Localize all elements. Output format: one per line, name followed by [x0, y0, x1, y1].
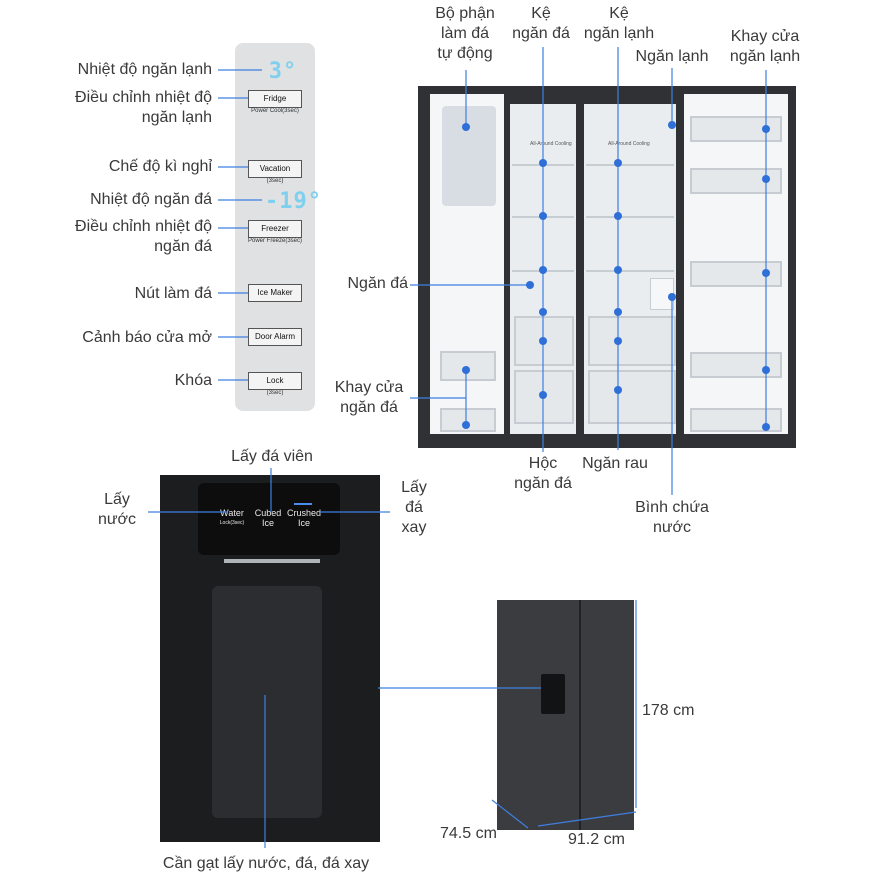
freezer-door-tray-2 [440, 408, 496, 432]
fridge-temp-display: 3° [268, 59, 298, 84]
freezer-box-2 [514, 370, 574, 424]
fridge-door-tray-4 [690, 352, 782, 378]
label-fridge-temp: Nhiệt độ ngăn lạnh [77, 61, 212, 78]
auto-ice-maker [442, 106, 496, 206]
label-water-tank: Bình chứa nước [635, 499, 709, 536]
label-lever: Cần gạt lấy nước, đá, đá xay [162, 855, 370, 872]
label-freezer-shelf: Kệ ngăn đá [512, 5, 570, 42]
fridge-exterior-photo [497, 600, 634, 830]
door-alarm-button[interactable]: Door Alarm [248, 328, 302, 346]
ice-maker-button[interactable]: Ice Maker [248, 284, 302, 302]
label-water: Lấy nước [97, 491, 137, 528]
fridge-button-sub: Power Cool(3sec) [251, 108, 299, 114]
dispenser-photo: Water Lock(3sec) Cubed Ice Crushed Ice [160, 475, 380, 842]
label-fridge-compartment: Ngăn lạnh [635, 48, 709, 65]
dispenser-cubed-button[interactable]: Cubed Ice [254, 508, 282, 528]
dispenser-outlet [224, 559, 320, 563]
label-fridge-door-tray: Khay cửa ngăn lạnh [729, 28, 801, 65]
fridge-door-tray-1 [690, 116, 782, 142]
label-vegetable-drawer: Ngăn rau [582, 455, 648, 472]
label-fridge-shelf: Kệ ngăn lạnh [583, 5, 655, 42]
water-tank [650, 278, 674, 310]
label-freezer-temp: Nhiệt độ ngăn đá [90, 191, 212, 208]
vegetable-drawer-2 [588, 370, 676, 424]
label-auto-ice: Bộ phận làm đá tự động [435, 5, 495, 62]
vacation-button[interactable]: Vacation [248, 160, 302, 178]
label-cubed-ice: Lấy đá viên [231, 448, 313, 465]
dispenser-control-window [198, 483, 340, 555]
label-crushed-ice: Lấy đá xay [401, 479, 427, 536]
lock-button[interactable]: Lock [248, 372, 302, 390]
vacation-button-sub: (3sec) [266, 178, 284, 184]
freezer-temp-display: -19° [265, 189, 322, 214]
label-freezer-door-tray: Khay cửa ngăn đá [334, 379, 404, 416]
control-panel: 3° Fridge Power Cool(3sec) Vacation (3se… [235, 43, 322, 411]
dispenser-water-sub: Lock(3sec) [219, 520, 245, 526]
label-ice-button: Nút làm đá [134, 285, 212, 302]
crushed-indicator-light [294, 503, 312, 505]
freezer-button[interactable]: Freezer [248, 220, 302, 238]
fridge-button[interactable]: Fridge [248, 90, 302, 108]
freezer-door-tray-1 [440, 351, 496, 381]
door-gap [579, 600, 581, 830]
dispenser-crushed-button[interactable]: Crushed Ice [286, 508, 322, 528]
cooling-text-right: All-Around Cooling [608, 141, 650, 147]
lock-button-sub: (3sec) [266, 390, 284, 396]
freezer-box-1 [514, 316, 574, 366]
fridge-door-tray-5 [690, 408, 782, 432]
freezer-button-sub: Power Freeze(3sec) [247, 238, 303, 244]
vegetable-drawer-1 [588, 316, 676, 366]
label-freezer-adjust: Điều chỉnh nhiệt độ ngăn đá [75, 218, 212, 255]
dimension-height: 178 cm [642, 702, 695, 719]
label-freezer-compartment: Ngăn đá [347, 275, 409, 292]
fridge-door-tray-3 [690, 261, 782, 287]
cooling-text-left: All-Around Cooling [530, 141, 572, 147]
dispenser-water-button[interactable]: Water [220, 508, 244, 518]
fridge-door-tray-2 [690, 168, 782, 194]
exterior-dispenser [541, 674, 565, 714]
dimension-width: 91.2 cm [568, 831, 625, 848]
dispenser-lever[interactable] [212, 586, 322, 818]
label-lock: Khóa [174, 372, 212, 389]
label-vacation: Chế độ kì nghỉ [108, 158, 212, 175]
fridge-open-photo: All-Around Cooling All-Around Cooling [418, 86, 796, 448]
label-freezer-box: Hộc ngăn đá [514, 455, 572, 492]
label-door-alarm: Cảnh báo cửa mở [82, 329, 212, 346]
label-fridge-adjust: Điều chỉnh nhiệt độ ngăn lạnh [75, 89, 212, 126]
dimension-depth: 74.5 cm [440, 825, 497, 842]
